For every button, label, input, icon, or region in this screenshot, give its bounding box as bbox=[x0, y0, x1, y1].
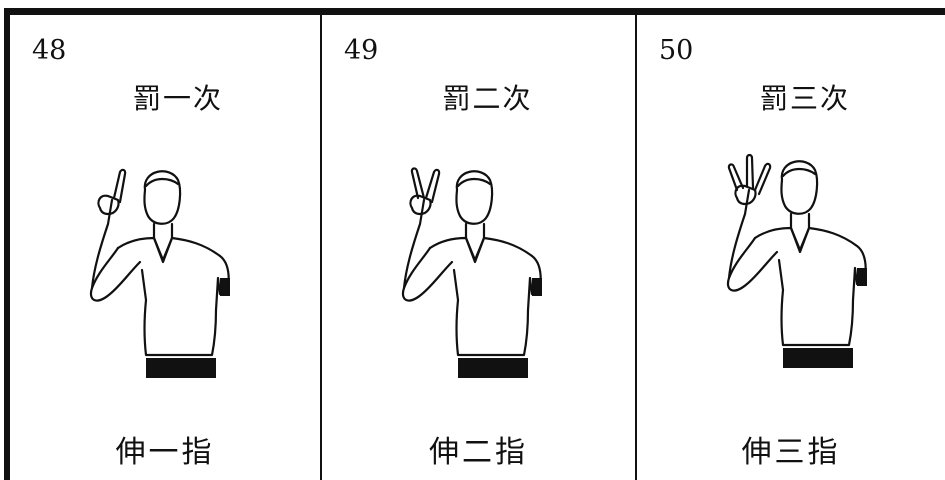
signal-title-text: 罰三次 bbox=[759, 82, 850, 115]
signal-number: 50 bbox=[659, 35, 694, 66]
signal-caption-text: 伸一指 bbox=[115, 435, 215, 470]
signal-title: 罰二次 bbox=[322, 77, 635, 117]
signal-panel-48: 48 罰一次 伸一指 bbox=[10, 15, 320, 480]
referee-illustration bbox=[10, 15, 320, 480]
signal-caption-text: 伸三指 bbox=[741, 435, 841, 470]
signal-title-text: 罰一次 bbox=[132, 82, 223, 115]
signal-number: 49 bbox=[344, 35, 379, 66]
referee-illustration bbox=[322, 15, 635, 480]
signal-title-text: 罰二次 bbox=[442, 82, 533, 115]
signal-caption: 伸二指 bbox=[322, 427, 635, 471]
signal-caption-text: 伸二指 bbox=[429, 435, 528, 470]
referee-two-fingers-icon bbox=[401, 167, 542, 378]
signal-title: 罰一次 bbox=[10, 77, 320, 117]
referee-three-fingers-icon bbox=[726, 153, 867, 368]
signal-number: 48 bbox=[32, 35, 67, 66]
referee-illustration bbox=[637, 15, 945, 480]
sheet-frame bbox=[4, 8, 945, 480]
signal-title: 罰三次 bbox=[637, 77, 945, 117]
signal-caption: 伸一指 bbox=[10, 427, 320, 471]
referee-one-finger-icon bbox=[89, 168, 230, 378]
signal-caption: 伸三指 bbox=[637, 427, 945, 471]
signal-panel-49: 49 罰二次 伸二指 bbox=[320, 15, 635, 480]
signal-panel-50: 50 罰三次 伸三指 bbox=[635, 15, 945, 480]
